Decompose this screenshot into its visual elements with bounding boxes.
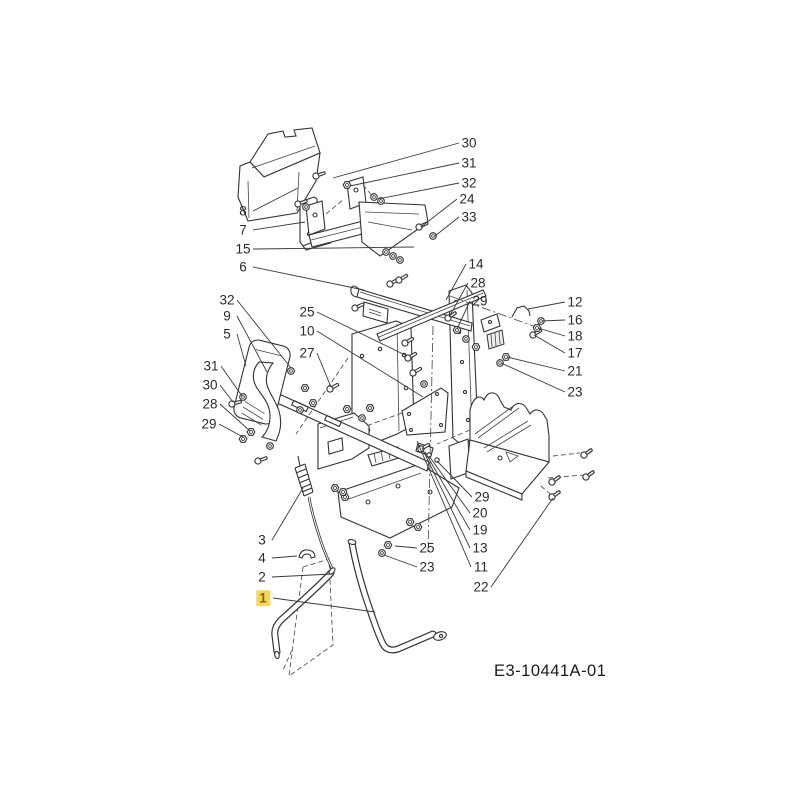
callout-30: 30: [461, 135, 477, 151]
callout-20: 20: [472, 505, 488, 521]
callout-15: 15: [235, 241, 251, 257]
callout-7: 7: [239, 222, 247, 238]
bottom-plate-11: [337, 463, 460, 539]
pedal-lever-1: [271, 538, 447, 660]
callout-17: 17: [567, 345, 583, 361]
callout-25: 25: [419, 540, 435, 556]
support-rod-12: [511, 305, 531, 318]
callout-13: 13: [472, 540, 488, 556]
callout-28: 28: [470, 275, 486, 291]
spring-3: [294, 455, 314, 497]
alignment-lines: [282, 184, 584, 677]
center-plate-10: [401, 387, 449, 436]
callout-32: 32: [461, 175, 477, 191]
upper-support-bracket: [480, 313, 501, 333]
rubber-bumper: [486, 329, 505, 350]
callout-23: 23: [419, 559, 435, 575]
callout-31: 31: [461, 155, 477, 171]
leader-lines: [218, 142, 566, 613]
callout-23: 23: [567, 384, 583, 400]
long-rod-14: [376, 289, 487, 342]
callout-27: 27: [299, 345, 315, 361]
callout-4: 4: [258, 550, 266, 566]
curved-arm-9: [252, 361, 282, 442]
callout-22: 22: [473, 579, 489, 595]
clip-4: [298, 549, 316, 559]
callout-16: 16: [567, 312, 583, 328]
battery-box: [465, 392, 550, 501]
callout-18: 18: [567, 328, 583, 344]
callout-6: 6: [239, 259, 247, 275]
callout-29: 29: [472, 293, 488, 309]
callout-5: 5: [223, 326, 231, 342]
callout-10: 10: [299, 323, 315, 339]
rod-2: [307, 496, 335, 574]
callout-24: 24: [459, 191, 475, 207]
callout-30: 30: [202, 377, 218, 393]
callout-29: 29: [201, 416, 217, 432]
callout-25: 25: [299, 304, 315, 320]
callout-2: 2: [258, 569, 266, 585]
callout-1: 1: [256, 590, 270, 606]
callout-3: 3: [258, 532, 266, 548]
callout-33: 33: [461, 209, 477, 225]
plate-15: [358, 201, 429, 257]
callout-19: 19: [472, 522, 488, 538]
callout-29: 29: [474, 489, 490, 505]
callout-32: 32: [219, 292, 235, 308]
callout-28: 28: [202, 396, 218, 412]
callout-12: 12: [567, 294, 583, 310]
callout-9: 9: [223, 308, 231, 324]
callout-8: 8: [239, 203, 247, 219]
callout-31: 31: [203, 358, 219, 374]
callout-14: 14: [468, 256, 484, 272]
figure-code: E3-10441A-01: [494, 662, 607, 680]
callout-11: 11: [473, 559, 489, 575]
callout-21: 21: [567, 363, 583, 379]
